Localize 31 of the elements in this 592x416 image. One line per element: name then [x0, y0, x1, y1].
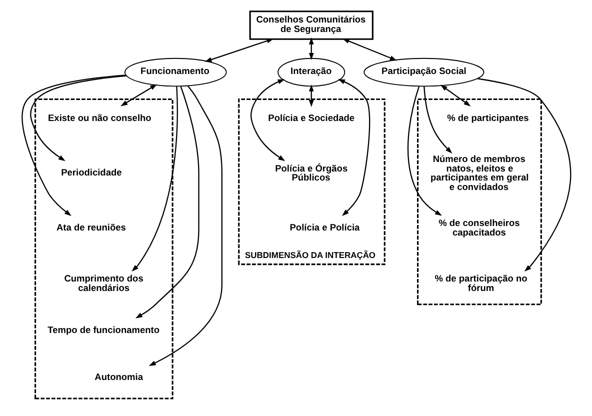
- node-text: Existe ou não conselho: [48, 112, 151, 123]
- node-text: % de participantes: [446, 112, 528, 123]
- arrow: [423, 86, 452, 154]
- arrow: [21, 74, 126, 216]
- node-text: Polícia e Sociedade: [268, 112, 354, 123]
- arrow: [406, 86, 442, 216]
- arrow: [148, 86, 222, 366]
- node-text: % de conselheiros capacitados: [438, 218, 520, 238]
- node-text: Autonomia: [94, 372, 142, 382]
- node-ellipse: Participação Social: [363, 58, 484, 87]
- node-text: Cumprimento dos calendários: [64, 274, 143, 293]
- node-box: Conselhos Comunitários de Segurança: [248, 10, 373, 40]
- node-text: Tempo de funcionamento: [47, 325, 159, 335]
- arrow: [131, 86, 178, 272]
- arrow: [30, 75, 126, 162]
- arrow: [308, 37, 314, 60]
- node-text: Polícia e Polícia: [289, 222, 360, 232]
- node-text: Número de membros natos, eleitos e participantes em geral e convidados: [430, 154, 528, 192]
- arrow: [337, 79, 370, 216]
- arrow: [308, 84, 314, 107]
- node-text: % de participação no fórum: [434, 274, 527, 293]
- node-text: Polícia e Órgãos Públicos: [274, 163, 348, 183]
- arrow: [342, 38, 396, 61]
- arrow: [476, 78, 571, 272]
- arrow: [250, 79, 285, 162]
- arrow: [134, 86, 199, 318]
- arrow: [204, 38, 274, 62]
- node-text: Ata de reuniões: [56, 222, 126, 232]
- node-text: Periodicidade: [60, 168, 122, 178]
- arrow: [120, 84, 157, 106]
- arrow: [440, 84, 470, 106]
